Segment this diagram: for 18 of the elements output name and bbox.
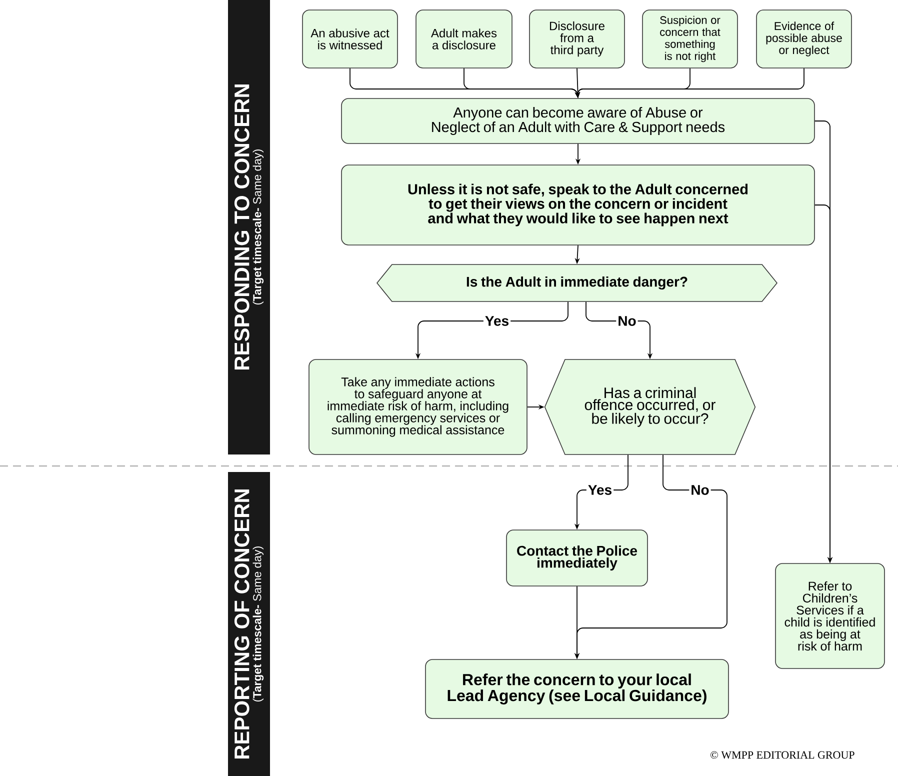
process-box: Take any immediate actions to safeguard anyone at immediate risk of harm, including calling emergency services or summoning medical assistance [308,359,528,455]
process-box: Adult makes a disclosure [416,10,512,68]
copyright-note: © WMPP EDITORIAL GROUP [710,751,854,759]
process-box: An abusive act is witnessed [302,10,398,68]
edge-label: No [616,314,638,328]
process-box: Evidence of possible abuse or neglect [756,10,852,68]
process-box: Disclosure from a third party [529,10,625,68]
decision-hexagon: Is the Adult in immediate danger? [376,264,778,302]
edge-label: Yes [483,314,511,328]
edge-label: Yes [586,484,614,496]
process-box: Suspicion or concern that something is not right [642,10,738,68]
edge-label: No [689,484,711,496]
process-box: Contact the Police immediately [506,530,648,586]
process-box: Refer to Children’s Services if a child is identified as being at risk of harm [775,563,885,669]
process-box: Anyone can become aware of Abuse or Neglect of an Adult with Care & Support needs [341,98,815,144]
process-box: Refer the concern to your local Lead Agency (see Local Guidance) [425,659,729,719]
process-box: Unless it is not safe, speak to the Adult concerned to get their views on the concern or incident and what they would like to see happen next [341,164,815,246]
decision-hexagon: Has a criminal offence occurred, or be likely to occur? [544,359,756,455]
